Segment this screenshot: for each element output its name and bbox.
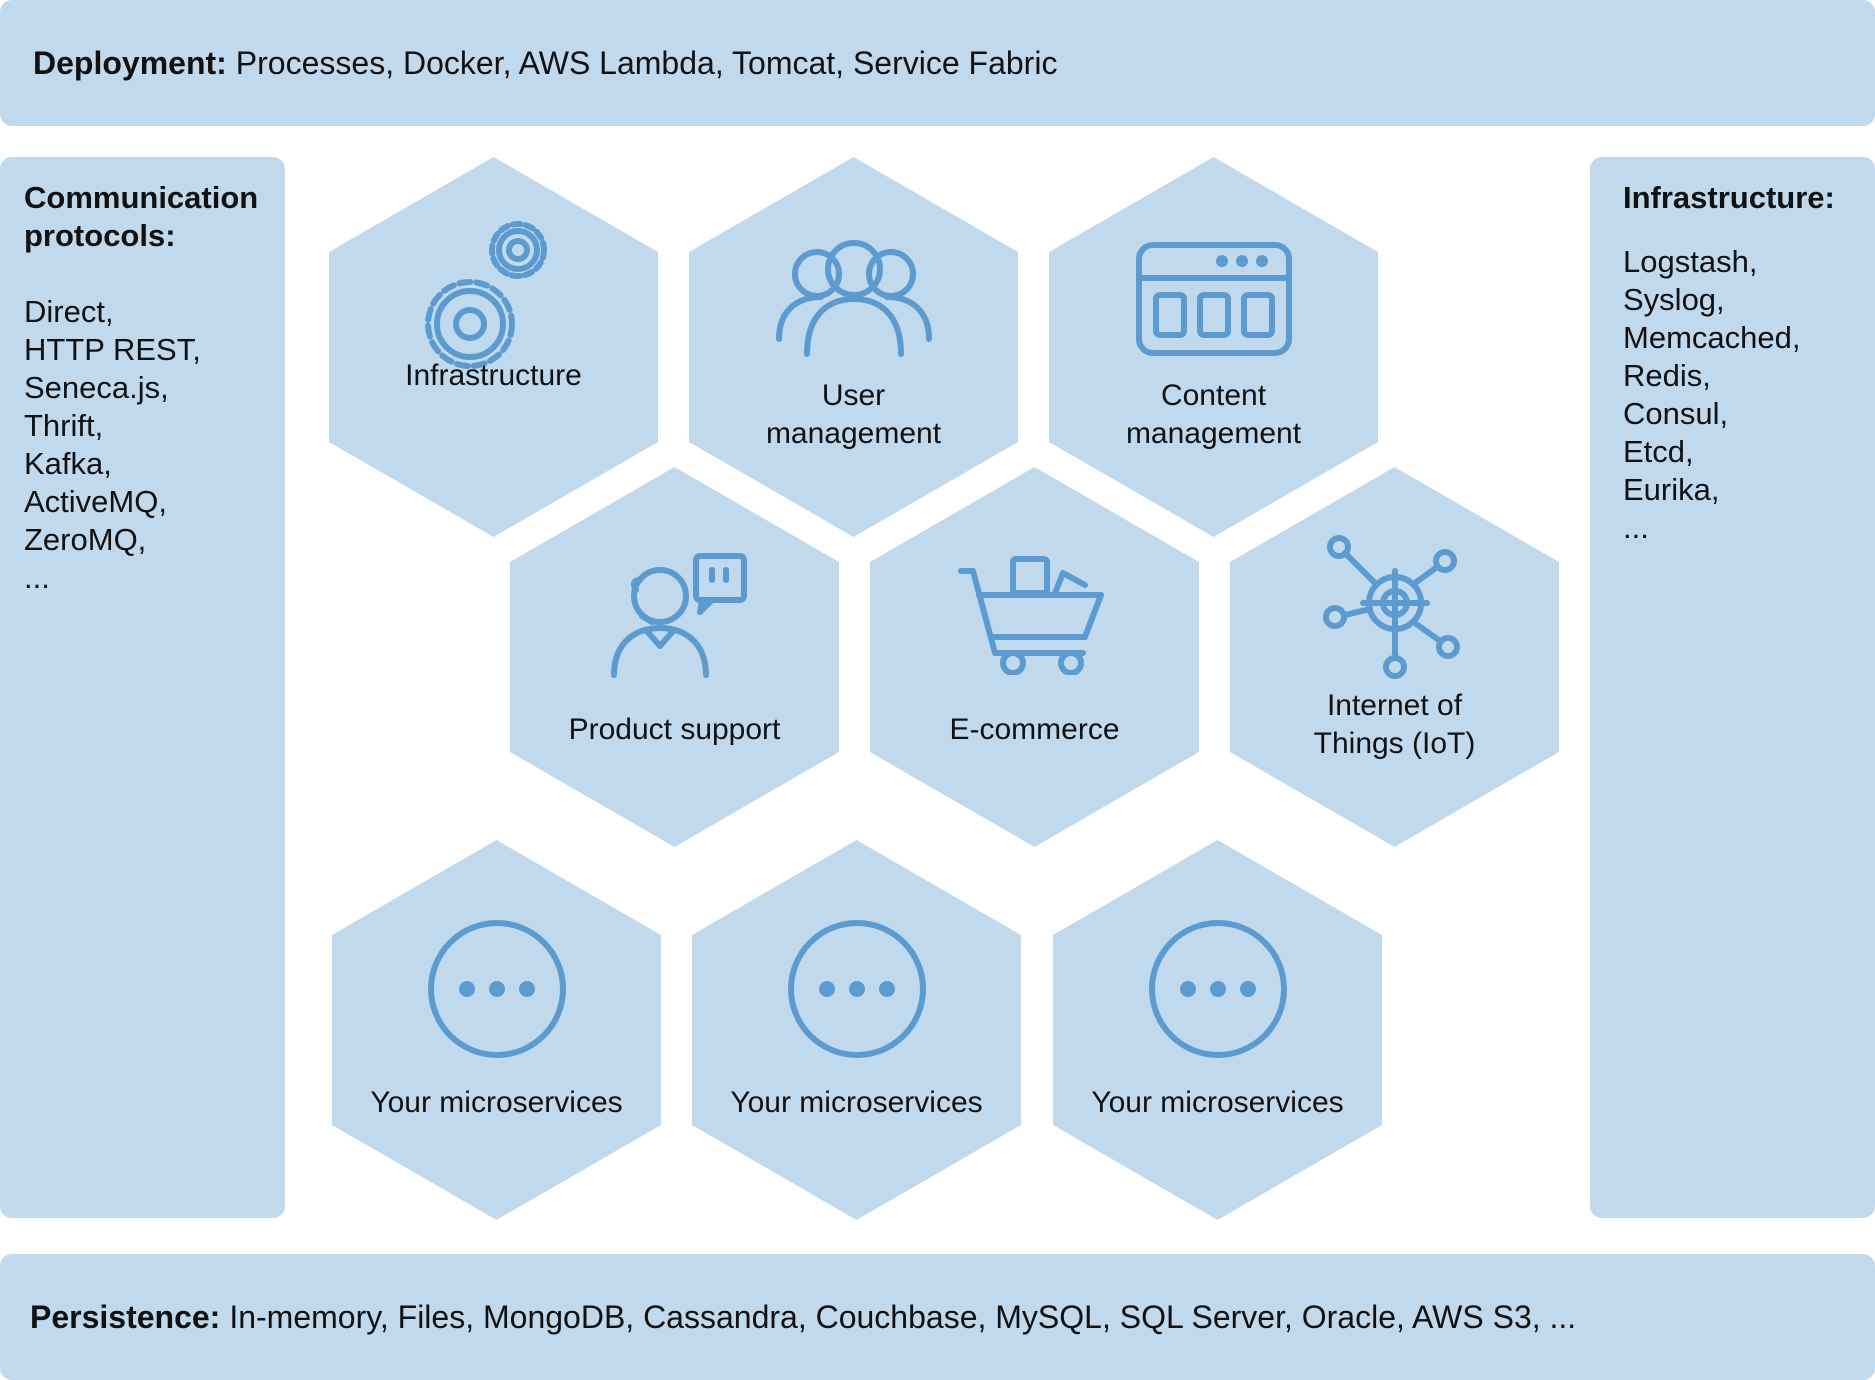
protocol-item: Direct, — [24, 294, 114, 329]
deployment-heading: Deployment: — [33, 44, 227, 81]
protocol-item: ActiveMQ, — [24, 484, 167, 519]
ellipsis-circle-icon — [427, 920, 566, 1058]
hexagon-your-microservices: Your microservices — [1053, 840, 1382, 1220]
hexagon-your-microservices: Your microservices — [692, 840, 1021, 1220]
hexagon-label: Internet of Things (IoT) — [1313, 689, 1476, 760]
deployment-text: Processes, Docker, AWS Lambda, Tomcat, S… — [235, 44, 1058, 81]
hexagon-product-support: Product support — [510, 467, 839, 847]
protocol-item: Seneca.js, — [24, 370, 169, 405]
hexagon-user-management: User management — [689, 157, 1018, 537]
infrastructure-item: Eurika, — [1623, 472, 1720, 507]
protocol-item: Thrift, — [24, 408, 104, 443]
support-agent-icon — [610, 553, 747, 678]
hexagon-infrastructure: Infrastructure — [329, 157, 658, 537]
ellipsis-circle-icon — [787, 920, 926, 1058]
hexagon-your-microservices: Your microservices — [332, 840, 661, 1220]
browser-window-icon — [1135, 242, 1292, 356]
infrastructure-item: Consul, — [1623, 396, 1729, 431]
infrastructure-item: Etcd, — [1623, 434, 1694, 469]
protocol-item: Kafka, — [24, 446, 112, 481]
persistence-text: In-memory, Files, MongoDB, Cassandra, Co… — [229, 1298, 1577, 1335]
hexagon-label: Your microservices — [370, 1086, 623, 1119]
hexagon-label: Infrastructure — [405, 359, 582, 392]
hexagon-iot: Internet of Things (IoT) — [1230, 467, 1559, 847]
deployment-band: Deployment: Processes, Docker, AWS Lambd… — [0, 0, 1875, 126]
communication-protocols-panel: Communication protocols: Direct, HTTP RE… — [0, 157, 285, 1218]
infrastructure-item: Syslog, — [1623, 282, 1725, 317]
hexagon-label: Your microservices — [1091, 1086, 1344, 1119]
hexagon-e-commerce: E-commerce — [870, 467, 1199, 847]
users-icon — [775, 240, 932, 357]
gears-icon — [424, 221, 547, 369]
infrastructure-item: Redis, — [1623, 358, 1711, 393]
hexagon-label: Content management — [1125, 379, 1302, 450]
hexagon-label: Product support — [568, 713, 781, 746]
protocol-item: ... — [24, 560, 50, 595]
infrastructure-panel: Infrastructure: Logstash, Syslog, Memcac… — [1590, 157, 1875, 1218]
communication-protocols-title: Communication protocols: — [24, 180, 259, 253]
protocol-item: HTTP REST, — [24, 332, 201, 367]
protocol-item: ZeroMQ, — [24, 522, 147, 557]
shopping-cart-icon — [957, 556, 1104, 675]
persistence-heading: Persistence: — [30, 1298, 221, 1335]
infrastructure-panel-title: Infrastructure: — [1623, 180, 1835, 215]
hexagon-label: Your microservices — [730, 1086, 983, 1119]
infrastructure-item: Memcached, — [1623, 320, 1801, 355]
iot-network-icon — [1322, 535, 1460, 679]
hexagon-label: E-commerce — [949, 713, 1120, 746]
infrastructure-item: ... — [1623, 510, 1649, 545]
hexagon-label: User management — [765, 379, 942, 450]
infrastructure-item: Logstash, — [1623, 244, 1758, 279]
ellipsis-circle-icon — [1148, 920, 1287, 1058]
hexagon-content-management: Content management — [1049, 157, 1378, 537]
persistence-band: Persistence: In-memory, Files, MongoDB, … — [0, 1254, 1875, 1380]
